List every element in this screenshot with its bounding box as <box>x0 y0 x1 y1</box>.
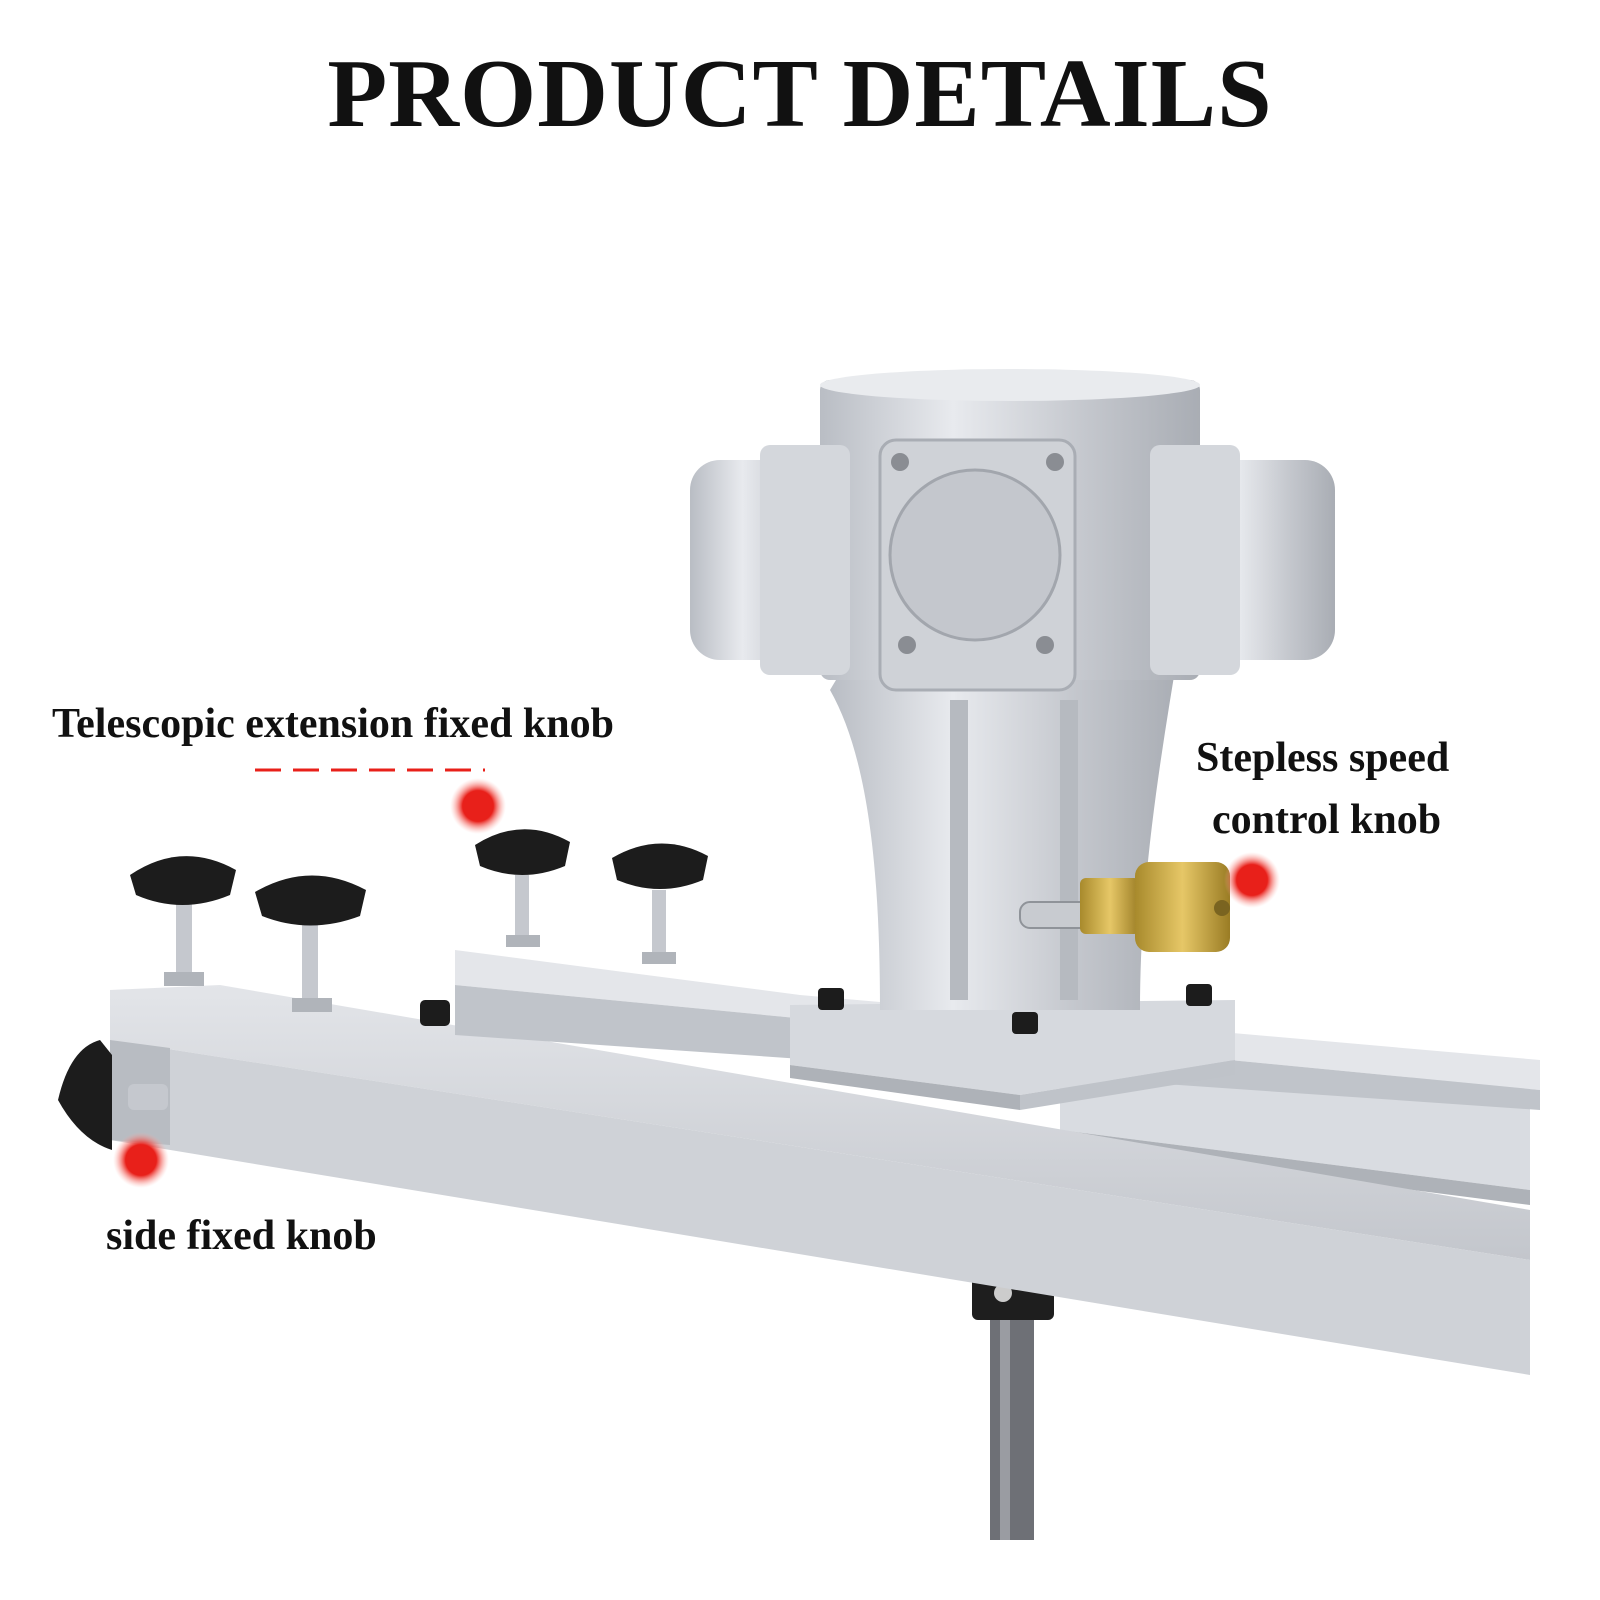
knob-2 <box>255 875 366 1012</box>
page-title: PRODUCT DETAILS <box>327 40 1273 148</box>
callout-speed-line1: Stepless speed <box>1196 735 1450 781</box>
marker-speed <box>1224 852 1280 908</box>
callout-speed-line2: control knob <box>1212 797 1442 843</box>
main-rail <box>110 985 1530 1375</box>
callout-side-knob: side fixed knob <box>106 1213 377 1259</box>
knob-1 <box>130 856 236 986</box>
side-knob <box>58 1040 168 1150</box>
base-plate <box>790 984 1235 1110</box>
knob-4 <box>612 843 708 964</box>
rail-stop <box>420 1000 450 1026</box>
marker-side <box>113 1132 169 1188</box>
speed-control-valve <box>1019 862 1230 952</box>
callout-telescopic-knob: Telescopic extension fixed knob <box>52 701 614 747</box>
motor-body <box>690 369 1335 1010</box>
marker-telescopic <box>450 778 506 834</box>
knob-3 <box>475 829 570 947</box>
stand-pole <box>972 1268 1054 1540</box>
